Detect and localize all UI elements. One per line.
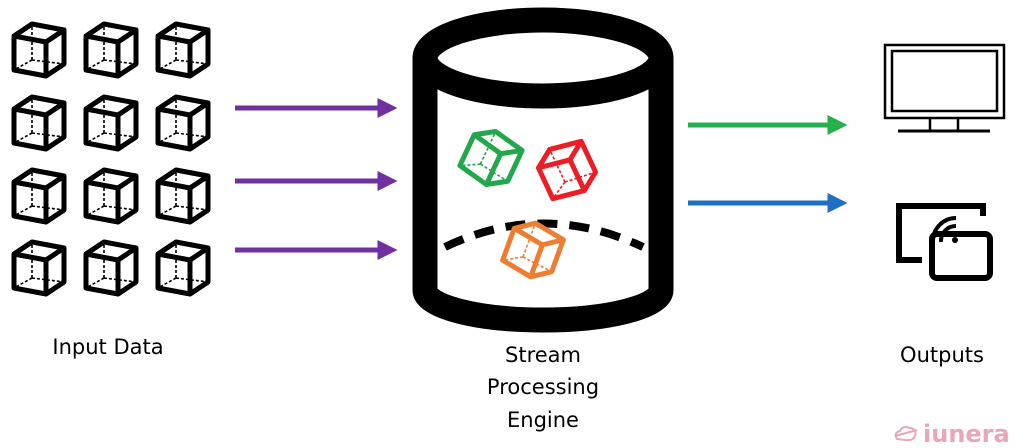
logo-text: iunera [923, 420, 1010, 448]
cube-icon [86, 170, 136, 222]
cube-icon [14, 242, 64, 294]
cast-screen-icon [896, 203, 993, 281]
engine-label-line2: Processing [486, 375, 600, 399]
engine-label-line1: Stream [505, 343, 581, 367]
cube-icon [14, 24, 64, 76]
iunera-logo-icon [894, 426, 918, 442]
cube-icon [158, 24, 208, 76]
input-data-label: Input Data [52, 335, 164, 359]
cube-icon [14, 97, 64, 149]
input-cubes [14, 24, 208, 294]
cube-icon [158, 97, 208, 149]
iunera-logo: iunera [893, 420, 1010, 448]
cube-icon [86, 242, 136, 294]
outputs-label: Outputs [900, 343, 984, 367]
cube-icon [86, 97, 136, 149]
cube-icon [14, 170, 64, 222]
engine-label-line3: Engine [507, 408, 579, 432]
cube-icon [86, 24, 136, 76]
cube-icon [158, 242, 208, 294]
database-cylinder-icon [412, 7, 674, 333]
monitor-icon [883, 43, 1006, 133]
cube-icon [158, 170, 208, 222]
